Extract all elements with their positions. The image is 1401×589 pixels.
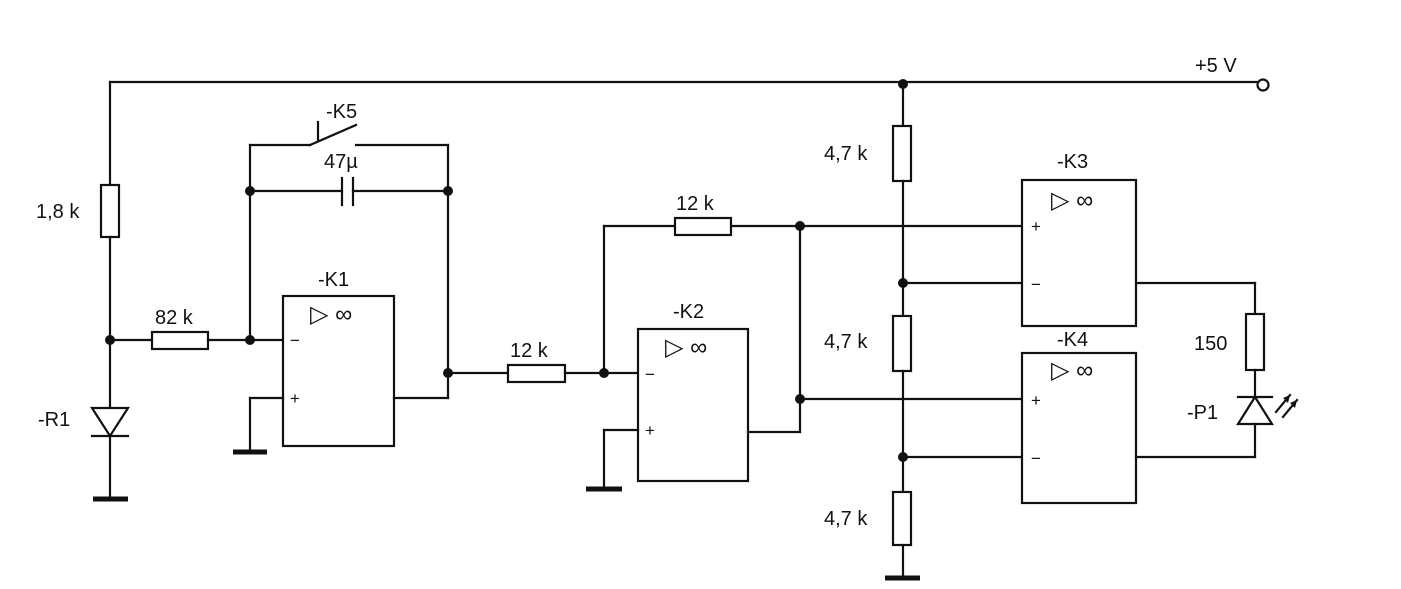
voltage-divider [885,82,1024,581]
opamp-k2-minus-pin: − [645,365,655,384]
opamp-k3 [1020,178,1257,328]
opamp-k4 [1020,351,1257,505]
resistor-12k-input [506,363,567,384]
resistor-1-8k [99,183,121,239]
resistor-82k-label: 82 k [155,307,194,329]
opamp-k3-plus-pin: + [1031,217,1041,236]
opamp-k2-body [636,327,750,483]
resistor-4-7k-bottom-label: 4,7 k [824,508,868,530]
resistor-4-7k-bottom [891,490,913,547]
sensor-label: -R1 [38,409,70,431]
resistor-12k-feedback [673,216,733,237]
k2-input-branch [446,363,640,384]
resistor-4-7k-top-label: 4,7 k [824,143,868,165]
opamp-k1-body [281,294,396,448]
junction-dot [795,221,805,231]
junction-dot [443,186,453,196]
switch-k5-label: -K5 [326,101,357,123]
left-branch [89,80,131,502]
supply-terminal [1256,78,1270,92]
resistor-82k [150,330,210,351]
opamp-k4-minus-pin: − [1031,449,1041,468]
k2-feedback [602,216,1024,434]
opamp-k1 [233,294,453,455]
integrator-feedback [245,120,453,400]
supply-label: +5 V [1195,55,1237,77]
opamp-k1-minus-pin: − [290,331,300,350]
opamp-k3-symbol: ▷ ∞ [1051,187,1093,214]
resistor-12k-input-label: 12 k [510,340,549,362]
opamp-k2-symbol: ▷ ∞ [665,334,707,361]
resistor-4-7k-mid [891,314,913,373]
opamp-k3-minus-pin: − [1031,275,1041,294]
sensor-diode-symbol [89,406,131,439]
opamp-k4-symbol: ▷ ∞ [1051,357,1093,384]
led-symbol [1236,394,1274,426]
opamp-k1-label: -K1 [318,269,349,291]
resistor-150 [1244,312,1266,372]
resistor-12k-feedback-label: 12 k [676,193,715,215]
resistor-150-label: 150 [1194,333,1227,355]
input-resistor-branch [108,330,285,351]
switch-blade [308,123,358,147]
resistor-4-7k-mid-label: 4,7 k [824,331,868,353]
led-label: -P1 [1187,402,1218,424]
resistor-4-7k-top [891,124,913,183]
opamp-k4-plus-pin: + [1031,391,1041,410]
supply-rail [108,78,1270,92]
opamp-k4-body [1020,351,1138,505]
capacitor-label: 47µ [324,151,358,173]
opamp-k2 [586,327,1024,492]
opamp-k4-label: -K4 [1057,329,1088,351]
opamp-k3-label: -K3 [1057,151,1088,173]
junction-dot [245,186,255,196]
opamp-k2-label: -K2 [673,301,704,323]
opamp-k1-symbol: ▷ ∞ [310,301,352,328]
opamp-k2-plus-pin: + [645,421,655,440]
opamp-k1-plus-pin: + [290,389,300,408]
led-branch [1236,281,1299,459]
opamp-k3-body [1020,178,1138,328]
resistor-1-8k-label: 1,8 k [36,201,80,223]
